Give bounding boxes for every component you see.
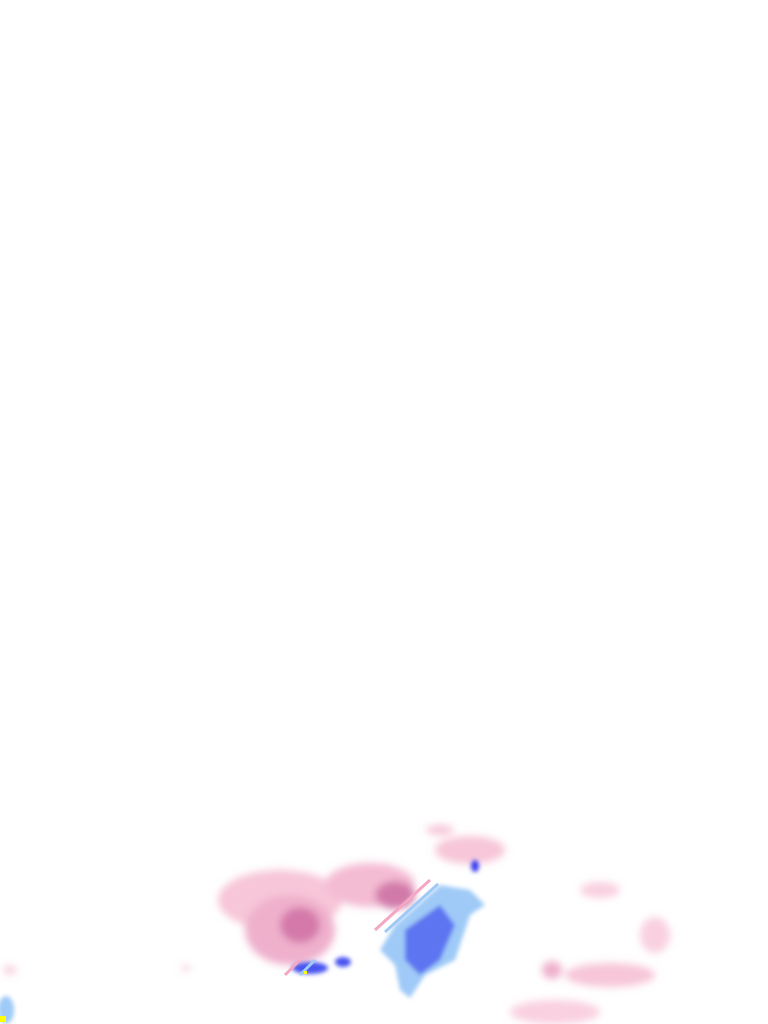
snow-blob (565, 963, 655, 987)
snow-blob (542, 961, 562, 979)
snow-blob (510, 1000, 600, 1024)
rain-blob (405, 905, 455, 975)
mix-stripe (283, 958, 302, 977)
intense-cell (0, 1016, 6, 1022)
snow-blob (375, 881, 415, 909)
rain-blob (335, 957, 351, 967)
snow-blob (640, 917, 670, 953)
rain-region-central (0, 860, 485, 1024)
snow-blob (426, 825, 454, 835)
snow-blob (435, 836, 505, 864)
mix-stripe (298, 958, 317, 977)
snow-region-west (218, 825, 505, 965)
mix-stripe (373, 878, 432, 932)
snow-blob (580, 882, 620, 898)
rain-blob (471, 860, 479, 872)
snow-region-east (4, 882, 670, 1024)
intense-cell (304, 971, 307, 974)
rain-blob (292, 962, 328, 974)
snow-blob (182, 965, 190, 971)
snow-blob (280, 907, 320, 943)
mixed-precip-stripes (283, 878, 440, 977)
mix-stripe (383, 882, 440, 934)
snow-blob (4, 966, 16, 974)
